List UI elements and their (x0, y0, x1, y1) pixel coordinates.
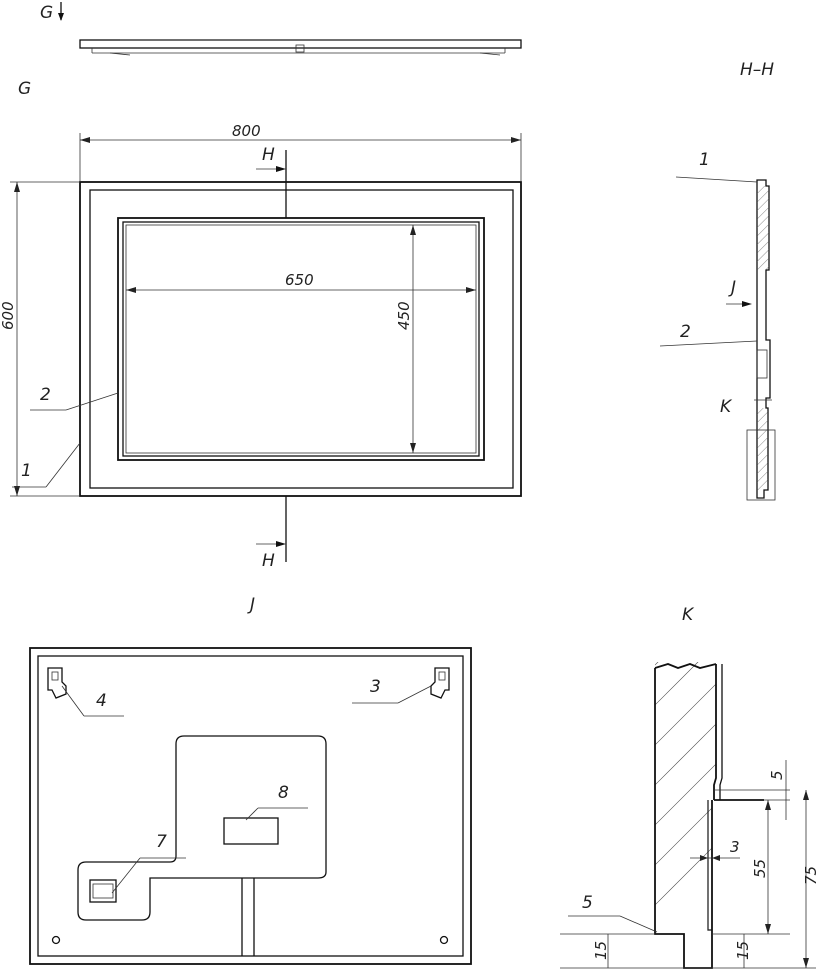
detail-dim-5: 5 (768, 770, 786, 780)
detail-view-label: K (682, 605, 695, 625)
detail-dim-55: 55 (751, 859, 769, 878)
detail-dim-3: 3 (730, 838, 740, 856)
inner-width-dimension: 650 (285, 271, 314, 289)
front-view-label: G (18, 79, 31, 99)
width-dimension: 800 (232, 122, 261, 140)
view-g-arrow: G (40, 2, 64, 23)
detail-dim-15-right: 15 (734, 941, 752, 960)
section-mark-k: K (720, 397, 733, 417)
front-view: 800 600 650 450 H H 2 1 (0, 122, 522, 571)
section-mark-bottom: H (262, 551, 275, 571)
front-callout-2: 2 (40, 385, 51, 405)
back-callout-8: 8 (278, 783, 289, 803)
back-callout-4: 4 (96, 691, 107, 711)
view-g-arrow-label: G (40, 3, 53, 23)
detail-dim-15-left: 15 (592, 941, 610, 960)
back-view: 4 3 8 7 (29, 647, 472, 965)
section-mark-top: H (262, 145, 275, 165)
top-edge-view (79, 39, 522, 56)
detail-view: 5 55 75 3 15 15 5 (560, 662, 816, 969)
detail-callout-5: 5 (582, 893, 593, 913)
section-view: 1 2 J K (659, 150, 776, 501)
back-view-label: J (247, 595, 255, 615)
height-dimension: 600 (0, 301, 17, 330)
section-mark-j: J (728, 278, 736, 298)
back-callout-3: 3 (370, 677, 381, 697)
section-view-label: H–H (740, 60, 774, 80)
inner-height-dimension: 450 (395, 301, 413, 330)
front-callout-1: 1 (21, 461, 32, 481)
detail-dim-75: 75 (802, 866, 816, 885)
section-callout-2: 2 (680, 322, 691, 342)
back-callout-7: 7 (156, 832, 167, 852)
section-callout-1: 1 (699, 150, 710, 170)
